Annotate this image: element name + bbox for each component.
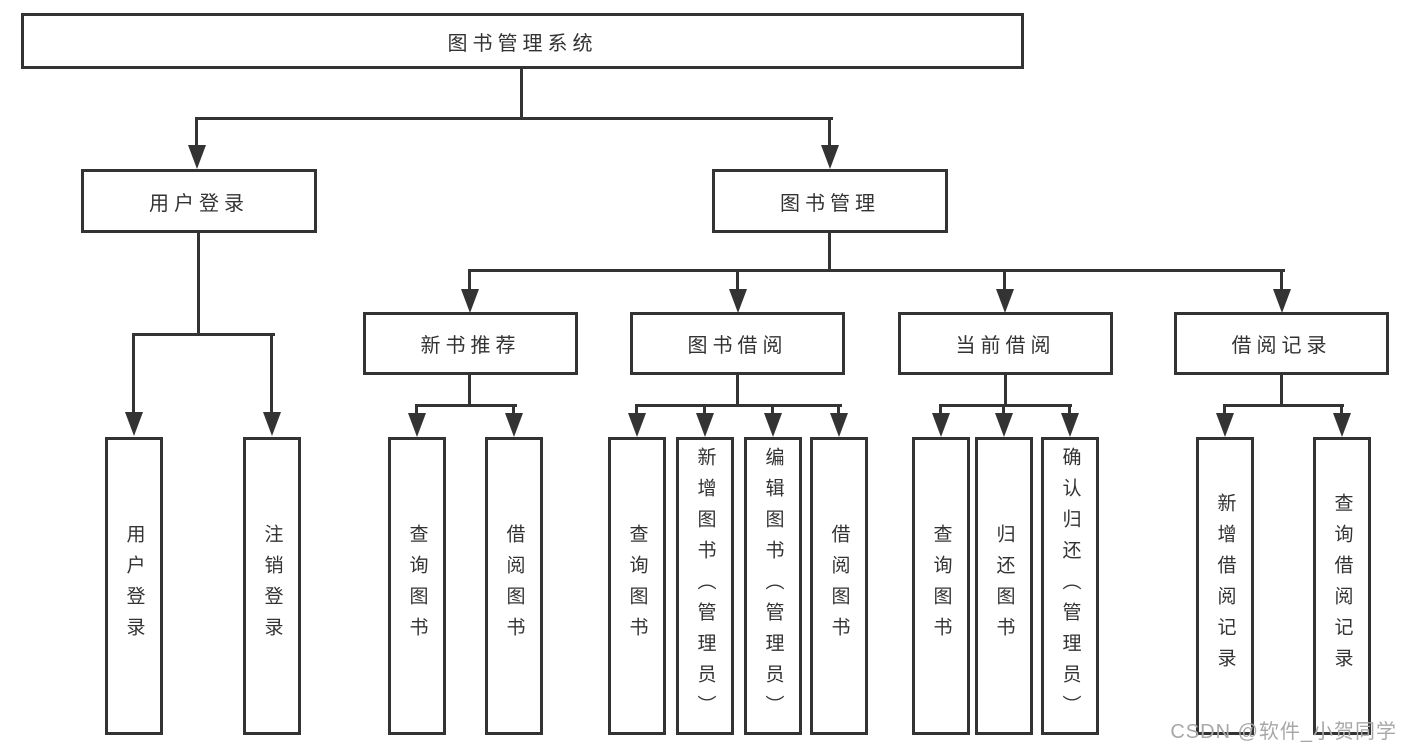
connector-records-branch <box>1223 404 1344 407</box>
connector-to-cb-confirm-stem <box>1068 404 1071 415</box>
leaf-current-query-books: 查询图书 <box>912 437 970 735</box>
leaf-borrow-add-books-admin-label: 新增图书（管理员） <box>694 446 716 726</box>
leaf-current-confirm-return-admin-label: 确认归还（管理员） <box>1059 446 1081 726</box>
node-current-borrowing: 当前借阅 <box>898 312 1113 375</box>
node-root-label: 图书管理系统 <box>447 32 598 55</box>
leaf-user-login: 用户登录 <box>105 437 163 735</box>
leaf-newbook-borrow-books: 借阅图书 <box>485 437 543 735</box>
connector-root-to-userlogin-stem <box>195 117 198 148</box>
leaf-newbook-borrow-books-label: 借阅图书 <box>503 524 525 648</box>
leaf-borrow-borrow-books: 借阅图书 <box>810 437 868 735</box>
node-new-book-recommend-label: 新书推荐 <box>420 335 521 357</box>
connector-root-stem <box>520 69 523 119</box>
node-user-login-label: 用户登录 <box>149 192 249 215</box>
connector-to-currentborrow-stem <box>1003 269 1006 291</box>
leaf-records-query-record: 查询借阅记录 <box>1313 437 1371 735</box>
leaf-current-return-books-label: 归还图书 <box>993 524 1015 648</box>
connector-to-bb-edit-stem <box>771 404 774 415</box>
leaf-user-login-label: 用户登录 <box>123 524 145 648</box>
arrowhead-to-book-borrowing <box>729 289 747 313</box>
connector-to-bb-query-stem <box>635 404 638 415</box>
leaf-newbook-query-books-label: 查询图书 <box>406 524 428 648</box>
node-borrowing-records: 借阅记录 <box>1174 312 1389 375</box>
node-current-borrowing-label: 当前借阅 <box>955 335 1056 357</box>
arrowhead-to-cb-query <box>932 413 950 437</box>
connector-to-leaf-logout-stem <box>270 333 273 414</box>
leaf-records-add-record: 新增借阅记录 <box>1196 437 1254 735</box>
connector-bookmgmt-branch <box>468 269 1285 272</box>
connector-userlogin-stem <box>197 233 200 335</box>
connector-records-stem <box>1280 375 1283 407</box>
connector-to-bb-add-stem <box>703 404 706 415</box>
node-book-management: 图书管理 <box>712 169 948 233</box>
arrowhead-to-borrowing-records <box>1273 289 1291 313</box>
connector-userlogin-branch <box>132 333 275 336</box>
connector-bookborrow-branch <box>635 404 842 407</box>
connector-currentborrow-branch <box>939 404 1072 407</box>
arrowhead-to-leaf-login <box>125 412 143 436</box>
connector-root-to-bookmgmt-stem <box>828 117 831 148</box>
leaf-logout: 注销登录 <box>243 437 301 735</box>
connector-bookmgmt-stem <box>828 233 831 272</box>
connector-newbooks-stem <box>468 375 471 407</box>
node-borrowing-records-label: 借阅记录 <box>1231 335 1332 357</box>
node-user-login: 用户登录 <box>81 169 317 233</box>
arrowhead-to-nb-query <box>408 413 426 437</box>
connector-to-cb-return-stem <box>1002 404 1005 415</box>
arrowhead-to-bb-borrow <box>830 413 848 437</box>
connector-currentborrow-stem <box>1004 375 1007 407</box>
arrowhead-to-bb-add <box>696 413 714 437</box>
node-book-borrowing: 图书借阅 <box>630 312 845 375</box>
leaf-records-add-record-label: 新增借阅记录 <box>1214 493 1236 679</box>
arrowhead-to-bb-edit <box>764 413 782 437</box>
connector-newbooks-branch <box>415 404 517 407</box>
node-root: 图书管理系统 <box>21 13 1024 69</box>
arrowhead-to-rec-query <box>1333 413 1351 437</box>
leaf-newbook-query-books: 查询图书 <box>388 437 446 735</box>
connector-to-cb-query-stem <box>939 404 942 415</box>
node-book-borrowing-label: 图书借阅 <box>687 335 788 357</box>
arrowhead-to-current-borrowing <box>996 289 1014 313</box>
leaf-borrow-query-books: 查询图书 <box>608 437 666 735</box>
connector-root-branch <box>195 117 833 120</box>
leaf-borrow-edit-books-admin: 编辑图书（管理员） <box>744 437 802 735</box>
leaf-logout-label: 注销登录 <box>261 524 283 648</box>
connector-to-rec-query-stem <box>1340 404 1343 415</box>
csdn-watermark: CSDN @软件_小贺同学 <box>1170 721 1397 743</box>
connector-to-bb-borrow-stem <box>837 404 840 415</box>
arrowhead-to-nb-borrow <box>505 413 523 437</box>
leaf-borrow-borrow-books-label: 借阅图书 <box>828 524 850 648</box>
leaf-records-query-record-label: 查询借阅记录 <box>1331 493 1353 679</box>
arrowhead-to-new-book-recommend <box>461 289 479 313</box>
connector-to-newbooks-stem <box>468 269 471 291</box>
leaf-borrow-edit-books-admin-label: 编辑图书（管理员） <box>762 446 784 726</box>
leaf-current-confirm-return-admin: 确认归还（管理员） <box>1041 437 1099 735</box>
arrowhead-to-book-management <box>821 145 839 169</box>
leaf-current-return-books: 归还图书 <box>975 437 1033 735</box>
arrowhead-to-bb-query <box>628 413 646 437</box>
arrowhead-to-cb-confirm <box>1061 413 1079 437</box>
node-new-book-recommend: 新书推荐 <box>363 312 578 375</box>
connector-to-records-stem <box>1280 269 1283 291</box>
arrowhead-to-rec-add <box>1216 413 1234 437</box>
leaf-borrow-query-books-label: 查询图书 <box>626 524 648 648</box>
arrowhead-to-cb-return <box>995 413 1013 437</box>
leaf-current-query-books-label: 查询图书 <box>930 524 952 648</box>
node-book-management-label: 图书管理 <box>780 192 880 215</box>
connector-to-rec-add-stem <box>1223 404 1226 415</box>
arrowhead-to-leaf-logout <box>263 412 281 436</box>
connector-to-leaf-login-stem <box>132 333 135 414</box>
leaf-borrow-add-books-admin: 新增图书（管理员） <box>676 437 734 735</box>
connector-to-nb-query-stem <box>415 404 418 415</box>
arrowhead-to-user-login <box>188 145 206 169</box>
connector-to-nb-borrow-stem <box>512 404 515 415</box>
connector-to-bookborrow-stem <box>736 269 739 291</box>
connector-bookborrow-stem <box>736 375 739 407</box>
